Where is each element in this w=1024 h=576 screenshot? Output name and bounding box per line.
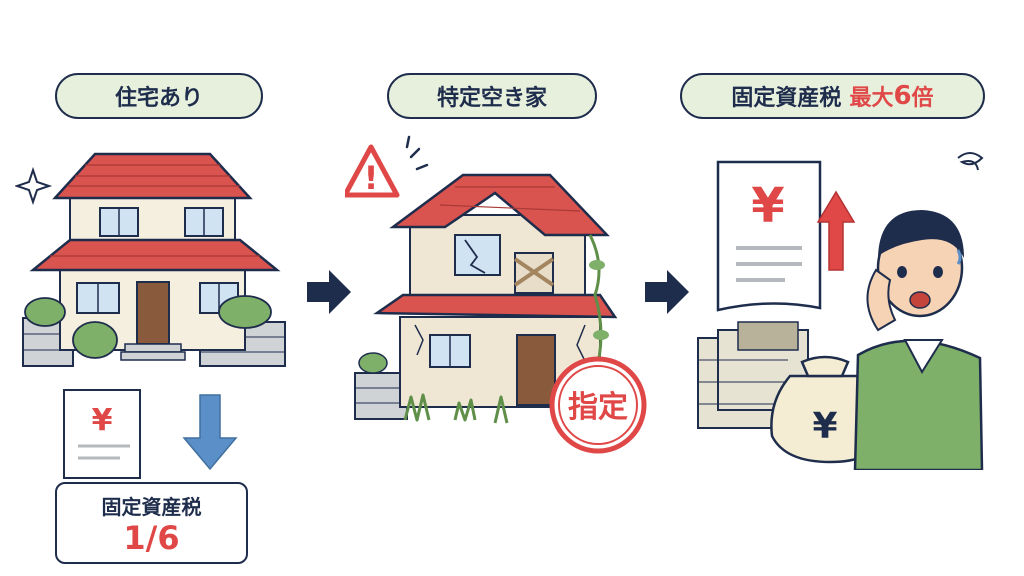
tax-label-max: 最大: [849, 86, 894, 111]
tax-reduction-title: 固定資産税: [101, 495, 202, 519]
right-arrow-icon: [645, 270, 689, 314]
tax-label-prefix: 固定資産税: [731, 86, 842, 111]
vacant-label: 特定空き家: [436, 86, 547, 111]
svg-text:!: !: [364, 159, 379, 197]
down-arrow-icon: [182, 394, 238, 471]
right-arrow-icon: [307, 270, 351, 314]
tax-increase-illustration: ¥ ¥: [697, 152, 984, 470]
money-bag-icon: ¥: [770, 355, 883, 464]
tax-label-pill: 固定資産税 最大 6 倍: [680, 73, 985, 119]
svg-text:¥: ¥: [812, 406, 837, 447]
vacant-label-pill: 特定空き家: [387, 73, 597, 119]
worried-man-figure: [853, 152, 984, 470]
house-label: 住宅あり: [114, 86, 203, 111]
yen-icon: ¥: [92, 403, 113, 438]
designation-stamp: 指定: [549, 356, 647, 454]
yen-document-small: ¥: [63, 389, 141, 479]
sparkle-icon: [15, 166, 53, 206]
yen-icon: ¥: [751, 178, 784, 234]
up-arrow-icon: [816, 190, 856, 271]
tax-label-num: 6: [893, 81, 912, 111]
house-illustration: [15, 152, 286, 367]
tax-reduction-value: 1/6: [123, 519, 180, 557]
tax-label-suffix: 倍: [911, 86, 934, 111]
tax-reduction-box: 固定資産税 1/6: [55, 482, 248, 564]
stamp-text: 指定: [568, 390, 628, 425]
warning-icon: !: [345, 144, 400, 198]
house-label-pill: 住宅あり: [55, 73, 263, 119]
